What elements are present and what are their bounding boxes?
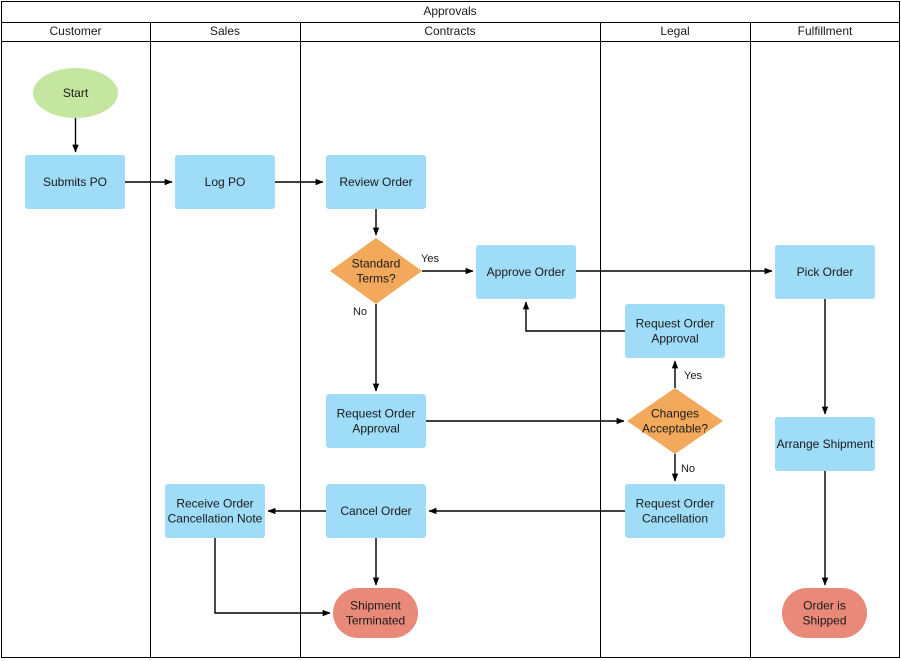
- task-receive-order-cancellation-note-shape[interactable]: [165, 484, 265, 538]
- edge-label-changes-acceptable-no: No: [681, 463, 695, 475]
- task-request-order-cancellation-shape[interactable]: [625, 484, 725, 538]
- edge-label-changes-acceptable-yes: Yes: [684, 370, 702, 382]
- task-cancel-order[interactable]: Cancel Order: [326, 484, 426, 538]
- lane-title-fulfillment: Fulfillment: [798, 24, 853, 38]
- task-contracts-request-order-approval-shape[interactable]: [326, 394, 426, 448]
- start-node[interactable]: Start: [33, 68, 118, 118]
- connectors-layer: [72, 118, 829, 617]
- task-legal-request-order-approval-shape[interactable]: [625, 304, 725, 358]
- task-submits-po-label: Submits PO: [43, 175, 107, 189]
- decision-changes-acceptable-shape[interactable]: [627, 388, 723, 454]
- task-arrange-shipment-label: Arrange Shipment: [777, 437, 874, 451]
- task-log-po-shape[interactable]: [175, 155, 275, 209]
- task-approve-order[interactable]: Approve Order: [476, 245, 576, 299]
- task-cancel-order-label: Cancel Order: [340, 504, 411, 518]
- task-review-order[interactable]: Review Order: [326, 155, 426, 209]
- task-pick-order-shape[interactable]: [775, 245, 875, 299]
- edge-receive-note-to-shipment-terminated: [214, 538, 331, 617]
- lane-title-sales: Sales: [210, 24, 240, 38]
- task-submits-po-shape[interactable]: [25, 155, 125, 209]
- pool-title: Approvals: [423, 4, 476, 18]
- lane-title-legal: Legal: [660, 24, 689, 38]
- task-log-po[interactable]: Log PO: [175, 155, 275, 209]
- task-arrange-shipment[interactable]: Arrange Shipment: [775, 417, 875, 471]
- task-log-po-label: Log PO: [205, 175, 246, 189]
- end-order-is-shipped-shape[interactable]: [782, 588, 867, 638]
- task-submits-po[interactable]: Submits PO: [25, 155, 125, 209]
- start-node-shape[interactable]: [33, 68, 118, 118]
- task-approve-order-label: Approve Order: [487, 265, 566, 279]
- task-review-order-label: Review Order: [339, 175, 412, 189]
- edge-label-standard-terms-yes: Yes: [421, 253, 439, 265]
- end-shipment-terminated-shape[interactable]: [333, 588, 418, 638]
- task-arrange-shipment-shape[interactable]: [775, 417, 875, 471]
- task-pick-order[interactable]: Pick Order: [775, 245, 875, 299]
- task-review-order-shape[interactable]: [326, 155, 426, 209]
- lane-title-customer: Customer: [49, 24, 101, 38]
- task-cancel-order-shape[interactable]: [326, 484, 426, 538]
- edge-label-standard-terms-no: No: [353, 306, 367, 318]
- task-approve-order-shape[interactable]: [476, 245, 576, 299]
- start-node-label: Start: [63, 86, 89, 100]
- task-pick-order-label: Pick Order: [797, 265, 854, 279]
- lane-titles: Customer Sales Contracts Legal Fulfillment: [49, 24, 853, 38]
- lane-title-contracts: Contracts: [424, 24, 475, 38]
- edge-legal-request-to-approve-order: [522, 301, 625, 332]
- decision-standard-terms-shape[interactable]: [330, 238, 422, 304]
